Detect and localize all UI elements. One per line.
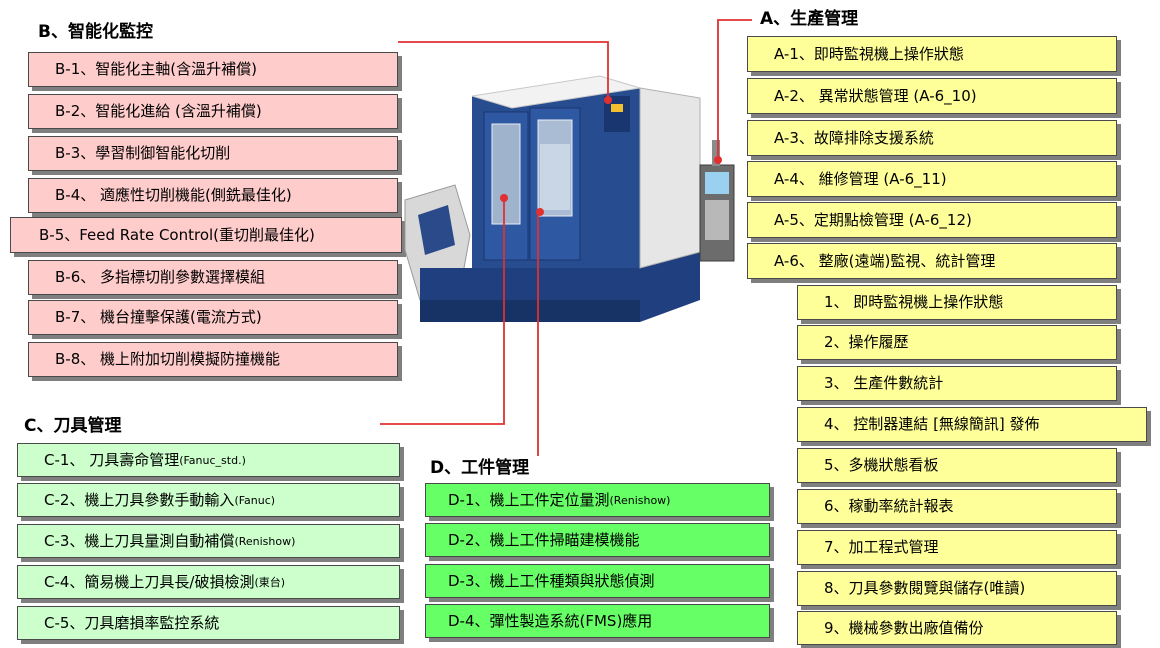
c-item-3-note: (Renishow)	[234, 534, 296, 548]
c-item-1-label: C-1、 刀具壽命管理	[44, 450, 180, 469]
connector-a	[717, 19, 752, 158]
connector-dot-b	[604, 96, 612, 104]
d-item-2-label: D-2、機上工件掃瞄建模機能	[448, 530, 640, 549]
b-item-5: B-5、Feed Rate Control(重切削最佳化)	[10, 217, 402, 253]
a6-sub-item-7: 7、加工程式管理	[797, 530, 1117, 565]
a-item-5: A-5、定期點檢管理 (A-6_12)	[747, 202, 1117, 238]
connector-lines	[380, 19, 752, 456]
c-item-2-label: C-2、機上刀具參數手動輸入	[44, 490, 235, 509]
c-item-3: C-3、機上刀具量測自動補償(Renishow)	[17, 524, 400, 558]
connector-b	[398, 41, 609, 100]
d-item-1-note: (Renishow)	[609, 493, 671, 507]
a6-sub-item-6: 6、稼動率統計報表	[797, 489, 1117, 524]
connector-dot-a	[714, 156, 722, 164]
a-item-2: A-2、 異常狀態管理 (A-6_10)	[747, 78, 1117, 114]
a6-sub-item-2: 2、操作履歷	[797, 325, 1117, 360]
d-item-2: D-2、機上工件掃瞄建模機能	[425, 523, 770, 557]
d-item-4: D-4、彈性製造系統(FMS)應用	[425, 604, 770, 638]
d-item-1: D-1、機上工件定位量測(Renishow)	[425, 483, 770, 517]
a-item-3: A-3、故障排除支援系統	[747, 120, 1117, 156]
b-item-2: B-2、智能化進給 (含溫升補償)	[28, 94, 398, 129]
b-item-7: B-7、 機台撞擊保護(電流方式)	[28, 300, 398, 335]
b-item-3: B-3、學習制御智能化切削	[28, 136, 398, 171]
c-item-5-label: C-5、刀具磨損率監控系統	[44, 613, 220, 632]
cnc-machine-image	[404, 75, 735, 322]
section-a-title: A、生產管理	[760, 9, 859, 29]
connector-dot-c	[500, 194, 508, 202]
c-item-1-note: (Fanuc_std.)	[179, 453, 246, 467]
b-item-4: B-4、 適應性切削機能(側銑最佳化)	[28, 178, 398, 213]
a-item-6: A-6、 整廠(遠端)監視、統計管理	[747, 243, 1117, 279]
a-item-1: A-1、即時監視機上操作狀態	[747, 36, 1117, 72]
c-item-4-label: C-4、簡易機上刀具長/破損檢測	[44, 572, 255, 591]
a6-sub-item-9: 9、機械參數出廠值備份	[797, 611, 1117, 645]
c-item-4-note: (東台)	[254, 575, 286, 589]
b-item-6: B-6、 多指標切削參數選擇模組	[28, 260, 398, 295]
a6-sub-item-3: 3、 生產件數統計	[797, 366, 1117, 401]
a6-sub-item-8: 8、刀具參數閱覽與儲存(唯讀)	[797, 571, 1117, 606]
a6-sub-item-1: 1、 即時監視機上操作狀態	[797, 285, 1117, 320]
d-item-1-label: D-1、機上工件定位量測	[448, 490, 610, 509]
c-item-4: C-4、簡易機上刀具長/破損檢測(東台)	[17, 565, 400, 599]
c-item-1: C-1、 刀具壽命管理 (Fanuc_std.)	[17, 443, 400, 477]
section-b-title: B、智能化監控	[38, 22, 153, 42]
connector-c	[380, 198, 505, 425]
section-d-title: D、工件管理	[430, 458, 530, 478]
a6-sub-item-4: 4、 控制器連結 [無線簡訊] 發佈	[797, 407, 1147, 442]
c-item-3-label: C-3、機上刀具量測自動補償	[44, 531, 235, 550]
d-item-3-label: D-3、機上工件種類與狀態偵測	[448, 571, 655, 590]
c-item-5: C-5、刀具磨損率監控系統	[17, 606, 400, 640]
a-item-4: A-4、 維修管理 (A-6_11)	[747, 161, 1117, 197]
c-item-2-note: (Fanuc)	[234, 493, 276, 507]
connector-dots	[500, 96, 722, 216]
a6-sub-item-5: 5、多機狀態看板	[797, 448, 1117, 483]
d-item-4-label: D-4、彈性製造系統(FMS)應用	[448, 611, 653, 630]
section-c-title: C、刀具管理	[24, 416, 122, 436]
b-item-1: B-1、智能化主軸(含溫升補償)	[28, 52, 398, 87]
connector-dot-d	[536, 208, 544, 216]
b-item-8: B-8、 機上附加切削模擬防撞機能	[28, 342, 398, 377]
d-item-3: D-3、機上工件種類與狀態偵測	[425, 564, 770, 598]
c-item-2: C-2、機上刀具參數手動輸入(Fanuc)	[17, 483, 400, 517]
